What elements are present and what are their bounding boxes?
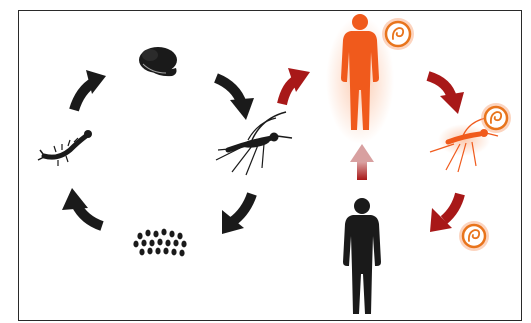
arrow-healthy-to-infected-human	[350, 144, 374, 180]
arrow-mosquito-to-infected-human	[282, 68, 310, 104]
larva-icon	[38, 130, 92, 166]
arrow-infected-mosquito-down	[430, 194, 460, 232]
life-cycle-group	[38, 47, 292, 256]
parasite-badge-mosquito-icon	[481, 103, 511, 133]
arrow-adult-to-eggs	[222, 194, 252, 234]
arrow-pupa-to-adult	[216, 78, 254, 120]
healthy-human-figure	[343, 198, 381, 314]
eggs-icon	[133, 229, 186, 257]
parasite-badge-human-icon	[382, 18, 414, 50]
arrow-eggs-to-larva	[62, 188, 102, 226]
arrow-larva-to-pupa	[74, 70, 106, 110]
pupa-icon	[139, 47, 177, 76]
transmission-group	[282, 14, 511, 314]
parasite-badge-transmit-icon	[459, 221, 489, 251]
arrow-human-to-infected-mosquito	[428, 76, 464, 114]
adult-mosquito-icon	[216, 112, 292, 175]
